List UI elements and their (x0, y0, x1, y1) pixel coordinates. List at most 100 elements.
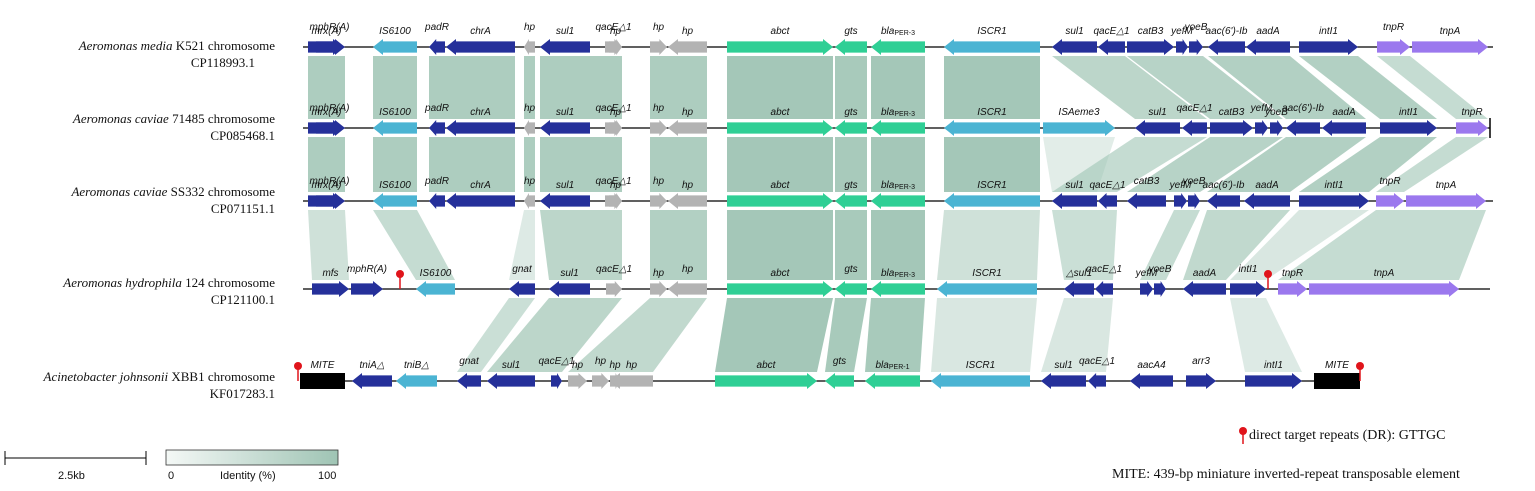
gene-arrow (825, 373, 854, 389)
identity-link (1052, 137, 1207, 192)
gene-label: mrx(A) (312, 180, 342, 191)
gene-label: hp (595, 356, 607, 367)
gene-arrow (727, 39, 833, 55)
gene-arrow (509, 281, 535, 297)
identity-gradient-bar (165, 449, 339, 466)
gene-arrow (668, 193, 707, 209)
gene-label: gts (844, 107, 857, 118)
gene-label: aac(6')-Ib (1203, 180, 1245, 191)
organism-name: Aeromonas caviae (71, 184, 168, 199)
identity-link (373, 137, 417, 192)
identity-link (944, 56, 1040, 119)
gene-label: hp (610, 26, 622, 37)
gene-arrow (1406, 193, 1486, 209)
identity-link (650, 210, 707, 280)
gene-arrow (524, 39, 535, 55)
identity-max-label: 100 (318, 470, 337, 482)
identity-link (457, 298, 535, 372)
gene-arrow (446, 39, 515, 55)
gene-arrow (1244, 193, 1290, 209)
gene-arrow (446, 193, 515, 209)
gene-label: intI1 (1239, 264, 1258, 275)
gene-label: sul1 (560, 268, 578, 279)
gene-arrow (300, 373, 345, 389)
identity-link (308, 210, 349, 280)
gene-arrow (316, 193, 343, 209)
gene-arrow (1322, 120, 1366, 136)
gene-arrow (1095, 281, 1113, 297)
gene-arrow (1174, 193, 1187, 209)
gene-label: tnpR (1282, 268, 1303, 279)
gene-arrow (1208, 39, 1245, 55)
gene-label: yefM (1169, 180, 1192, 191)
gene-label: gnat (512, 264, 533, 275)
identity-link (568, 298, 707, 372)
gene-label: sul1 (1054, 360, 1072, 371)
gene-label: hp (609, 360, 621, 371)
gene-label: hp (524, 103, 536, 114)
gene-label: sul1 (556, 107, 574, 118)
dr-markers (294, 270, 1364, 381)
gene-label: padR (424, 176, 449, 187)
gene-arrow (316, 39, 343, 55)
gene-arrow (668, 281, 707, 297)
gene-label: intI1 (1325, 180, 1344, 191)
gene-label: blaPER-3 (881, 180, 915, 191)
track-label-1: Aeromonas media K521 chromosome CP118993… (0, 37, 275, 71)
identity-link (1183, 210, 1290, 280)
identity-link (865, 298, 925, 372)
identity-link (1041, 298, 1113, 372)
gene-label: gts (833, 356, 846, 367)
gene-label: blaPER-3 (881, 26, 915, 37)
gene-label: abct (757, 360, 777, 371)
gene-label: mrx(A) (312, 107, 342, 118)
gene-arrow (1309, 281, 1459, 297)
dr-legend-text: direct target repeats (DR): GTTGC (1249, 428, 1446, 443)
gene-label: hp (524, 176, 536, 187)
gene-arrow (835, 193, 867, 209)
gene-label: tnpA (1374, 268, 1395, 279)
dr-pin-icon (1356, 362, 1364, 370)
identity-link (1377, 56, 1488, 119)
gene-label: catB3 (1134, 176, 1160, 187)
gene-arrow (352, 373, 392, 389)
scale-bar (4, 451, 147, 465)
identity-link (835, 137, 867, 192)
gene-arrow (1314, 373, 1360, 389)
identity-link (1299, 56, 1437, 119)
gene-label: qacE△1 (1093, 26, 1129, 37)
gene-arrow (609, 120, 622, 136)
gene-arrow (316, 120, 343, 136)
accession-text: KF017283.1 (209, 386, 275, 401)
gene-label: ISCR1 (977, 180, 1006, 191)
identity-link (871, 210, 925, 280)
identity-link (308, 56, 345, 119)
gene-label: qacE△1 (1176, 103, 1212, 114)
gene-arrow (429, 193, 445, 209)
identity-link (1127, 56, 1283, 119)
gene-label: tnpA (1440, 26, 1461, 37)
gene-arrow (373, 120, 417, 136)
gene-label: intI1 (1319, 26, 1338, 37)
accession-text: CP121100.1 (210, 292, 275, 307)
gene-label: tnpA (1436, 180, 1457, 191)
strain-text: K521 chromosome (172, 38, 275, 53)
gene-arrow (540, 193, 590, 209)
identity-link (429, 137, 515, 192)
identity-link (944, 137, 1040, 192)
gene-label: yoeB (1264, 107, 1288, 118)
gene-label: IS6100 (379, 180, 411, 191)
gene-label: abct (771, 180, 791, 191)
gene-label: padR (424, 22, 449, 33)
gene-label: hp (653, 268, 665, 279)
gene-label: yefM (1250, 103, 1273, 114)
gene-label: yefM (1170, 26, 1193, 37)
gene-label: sul1 (502, 360, 520, 371)
gene-arrow (568, 373, 587, 389)
gene-arrow (668, 120, 707, 136)
gene-arrow (871, 281, 925, 297)
gene-arrow (650, 120, 667, 136)
gene-arrow (429, 39, 445, 55)
identity-link (835, 210, 867, 280)
